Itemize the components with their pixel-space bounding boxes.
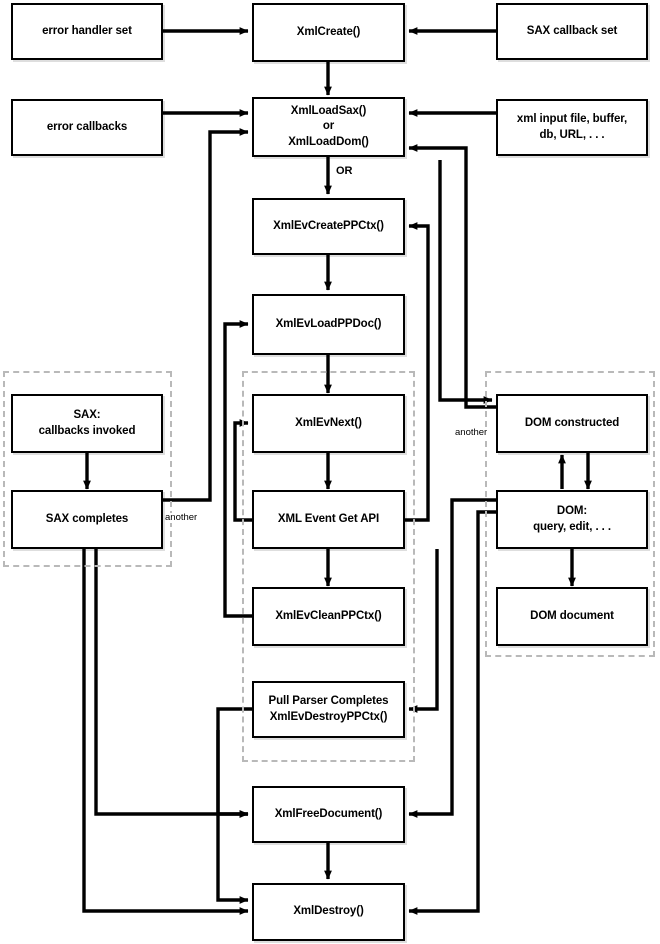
node-xmlevloadppdoc[interactable]: XmlEvLoadPPDoc(): [252, 294, 405, 355]
node-label: XmlEvCleanPPCtx(): [275, 609, 382, 622]
node-label: DOM constructed: [524, 416, 620, 429]
node-xmlfreedocument[interactable]: XmlFreeDocument(): [252, 786, 405, 843]
node-pull-parser-completes[interactable]: Pull Parser Completes XmlEvDestroyPPCtx(…: [252, 681, 405, 738]
node-label: SAX: callbacks invoked: [38, 408, 136, 437]
node-label: SAX completes: [45, 512, 129, 525]
node-label: error callbacks: [46, 120, 128, 133]
node-sax-callbacks-invoked[interactable]: SAX: callbacks invoked: [11, 394, 163, 453]
node-xml-input-sources[interactable]: xml input file, buffer, db, URL, . . .: [496, 99, 648, 156]
node-sax-completes[interactable]: SAX completes: [11, 490, 163, 549]
node-label: XML Event Get API: [277, 512, 380, 525]
node-label: error handler set: [42, 24, 132, 37]
edge-label-another-right: another: [455, 427, 488, 438]
node-label: XmlLoadSax() or XmlLoadDom(): [288, 104, 369, 148]
node-label: XmlEvNext(): [295, 416, 362, 429]
node-dom-query-edit[interactable]: DOM: query, edit, . . .: [496, 490, 648, 549]
node-dom-constructed[interactable]: DOM constructed: [496, 394, 648, 453]
node-label: SAX callback set: [526, 24, 618, 37]
node-error-handler-set[interactable]: error handler set: [11, 3, 163, 60]
node-error-callbacks[interactable]: error callbacks: [11, 99, 163, 156]
node-xmldestroy[interactable]: XmlDestroy(): [252, 883, 405, 941]
node-label: XmlEvCreatePPCtx(): [273, 219, 384, 232]
edge-label-or: OR: [336, 165, 353, 177]
node-label: xml input file, buffer, db, URL, . . .: [516, 112, 628, 141]
node-label: XmlEvLoadPPDoc(): [275, 317, 382, 330]
node-dom-document[interactable]: DOM document: [496, 587, 648, 646]
node-xmlevcleanppctx[interactable]: XmlEvCleanPPCtx(): [252, 587, 405, 646]
node-sax-callback-set[interactable]: SAX callback set: [496, 3, 648, 60]
node-xmlcreate[interactable]: XmlCreate(): [252, 3, 405, 62]
node-xmlevnext[interactable]: XmlEvNext(): [252, 394, 405, 453]
node-xmlload-sax-or-dom[interactable]: XmlLoadSax() or XmlLoadDom(): [252, 97, 405, 157]
node-label: XmlCreate(): [296, 25, 361, 38]
group-dom: [485, 371, 655, 657]
node-label: XmlDestroy(): [293, 905, 364, 918]
group-pull-parser: [242, 371, 415, 762]
edge-label-another-left: another: [165, 512, 198, 523]
node-label: Pull Parser Completes XmlEvDestroyPPCtx(…: [268, 694, 389, 723]
node-label: XmlFreeDocument(): [274, 807, 383, 820]
node-label: DOM: query, edit, . . .: [533, 504, 611, 533]
node-xml-event-get-api[interactable]: XML Event Get API: [252, 490, 405, 549]
node-xmlevcreateppctx[interactable]: XmlEvCreatePPCtx(): [252, 198, 405, 255]
node-label: DOM document: [530, 609, 614, 622]
group-sax: [3, 371, 172, 567]
